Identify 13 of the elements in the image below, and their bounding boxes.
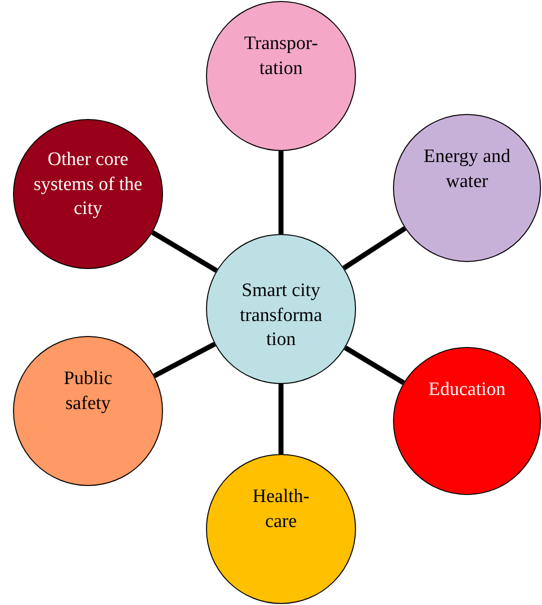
connector-line [278,384,284,454]
connector-line [153,342,216,378]
topic-label: Health- care [252,485,310,534]
topic-label: Energy and water [422,145,512,194]
connector-line [342,226,406,270]
topic-label: Smart city transforma tion [238,279,324,352]
topic-label: Public safety [62,367,114,416]
connector-line [344,346,405,385]
topic-label: Education [427,378,507,402]
topic-label: Other core systems of the city [33,148,143,222]
connector-line [278,151,284,234]
topic-label: Transpor- tation [243,32,319,81]
connector-line [151,230,218,273]
